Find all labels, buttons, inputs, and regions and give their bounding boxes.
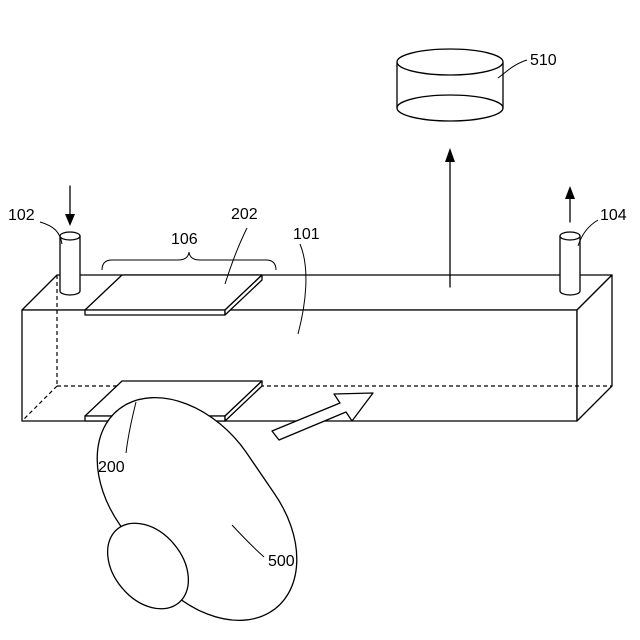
leader-104 xyxy=(578,220,598,246)
inlet-arrow xyxy=(65,186,75,226)
outlet-arrow xyxy=(565,186,575,222)
label-101: 101 xyxy=(293,226,320,243)
label-106: 106 xyxy=(171,231,198,248)
leader-102 xyxy=(40,222,62,244)
light-source-500 xyxy=(91,398,297,625)
label-202: 202 xyxy=(231,206,258,223)
label-102: 102 xyxy=(8,207,35,224)
label-200: 200 xyxy=(98,459,125,476)
label-510: 510 xyxy=(530,52,557,69)
emission-arrow xyxy=(445,148,455,287)
label-500: 500 xyxy=(268,553,295,570)
label-104: 104 xyxy=(600,207,627,224)
brace-106 xyxy=(102,252,276,270)
detector-510 xyxy=(397,49,503,121)
inlet-pipe-102 xyxy=(60,232,80,295)
outlet-pipe-104 xyxy=(560,232,580,295)
